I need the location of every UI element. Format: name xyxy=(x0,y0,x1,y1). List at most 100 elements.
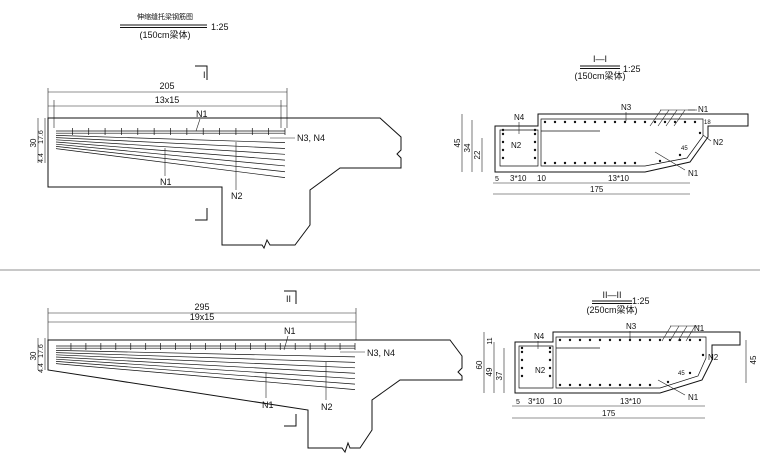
rebar-dot xyxy=(688,338,692,342)
sec1-label-n2-right: N2 xyxy=(713,138,724,147)
rebar-dot xyxy=(678,153,682,157)
rebar-dot xyxy=(553,120,557,124)
dim2-total-label: 295 xyxy=(194,302,209,312)
sec2-label-n4: N4 xyxy=(534,332,545,341)
rebar-dot xyxy=(623,120,627,124)
rebar-dot xyxy=(698,131,702,135)
section-1-title: I—I xyxy=(593,54,607,64)
rebar-dot xyxy=(638,383,642,387)
main-title-block: 伸缩缝托梁钢筋图 (150cm梁体) 1:25 xyxy=(120,12,229,40)
section-marker-top xyxy=(195,65,208,80)
rebar-dot xyxy=(501,140,505,144)
rebar-dot xyxy=(613,161,617,165)
rebar-line xyxy=(55,137,286,149)
rebar-dot xyxy=(520,366,524,370)
bv-label-n1-bottom: N1 xyxy=(262,400,274,410)
rebar-dot xyxy=(633,120,637,124)
section-1-scale: 1:25 xyxy=(623,64,641,74)
dim2-left-b: 17.6 xyxy=(38,344,45,358)
rebar-dot xyxy=(633,161,637,165)
bv-label-n1-top: N1 xyxy=(284,326,296,336)
rebar-dot xyxy=(598,338,602,342)
rebar-dot xyxy=(548,374,552,378)
rebar-line xyxy=(55,139,286,155)
rebar-dot xyxy=(578,383,582,387)
rebar-dot xyxy=(501,148,505,152)
rebar-dot xyxy=(533,156,537,160)
rebar-line xyxy=(55,363,356,390)
sec2-dim-b-a: 5 xyxy=(516,399,520,406)
section-2-hatch xyxy=(661,325,700,342)
sec2-dim-right-a: 45 xyxy=(749,355,758,364)
rebar-dot xyxy=(618,338,622,342)
rebar-dot xyxy=(583,120,587,124)
rebar-dot xyxy=(603,161,607,165)
rebar-dot xyxy=(533,140,537,144)
section-ii-mark-label: II xyxy=(286,294,291,304)
section-mark-label-top: I xyxy=(203,70,206,80)
sec2-label-n2-right: N2 xyxy=(708,353,719,362)
section-1-stirrup-left xyxy=(499,129,539,167)
main-title: 伸缩缝托梁钢筋图 xyxy=(137,12,193,21)
rebar-dot xyxy=(698,338,702,342)
rebar-dot xyxy=(588,383,592,387)
rebar-dot xyxy=(548,346,552,350)
rebar-dot xyxy=(693,120,697,124)
rebar-dot xyxy=(613,120,617,124)
rebar-dot xyxy=(653,120,657,124)
dim-left-c: 4.4 xyxy=(38,153,45,163)
rebar-dot xyxy=(533,128,537,132)
rebar-dot xyxy=(558,338,562,342)
sec1-label-n1-bottom: N1 xyxy=(688,169,699,178)
dim2-left-a: 30 xyxy=(29,351,38,360)
rebar-dot xyxy=(520,346,524,350)
section-2-2: II—II (250cm梁体) 1:25 45 N4 N3 N1 N2 N2 N… xyxy=(475,290,758,419)
sec2-leader-n1-bottom xyxy=(657,379,686,396)
rebar-dot xyxy=(638,338,642,342)
rebar-dot xyxy=(578,338,582,342)
rebar-line xyxy=(55,141,286,161)
dim-left-a: 30 xyxy=(29,138,38,147)
sec1-angle: 45 xyxy=(681,146,688,152)
rebar-dot xyxy=(543,120,547,124)
rebar-dot xyxy=(666,380,670,384)
rebar-dot xyxy=(658,159,662,163)
rebar-line xyxy=(55,146,286,173)
rebar-dot xyxy=(573,120,577,124)
rebar-dot xyxy=(628,383,632,387)
rebar-dot xyxy=(623,161,627,165)
dim2-spacing-label: 19x15 xyxy=(190,312,215,322)
section-1-sub: (150cm梁体) xyxy=(574,70,625,81)
rebar-group-top xyxy=(55,128,286,178)
rebar-line xyxy=(55,135,286,143)
rebar-dot xyxy=(548,358,552,362)
rebar-dot xyxy=(568,338,572,342)
sec1-label-n3: N3 xyxy=(621,103,632,112)
section-1-outline xyxy=(494,113,749,173)
rebar-line xyxy=(55,358,356,380)
section-marker-bottom xyxy=(195,208,208,221)
rebar-line xyxy=(55,356,356,374)
sec2-label-n1-bottom: N1 xyxy=(688,393,699,402)
rebar-dot xyxy=(553,161,557,165)
section-1-bar-dots xyxy=(501,120,702,165)
sec2-dim-left-a: 60 xyxy=(475,360,484,369)
section-1-stirrup-main xyxy=(540,118,704,167)
bv-label-n3n4: N3, N4 xyxy=(367,348,395,358)
leader-n1-top xyxy=(195,118,201,132)
dim2-left-c: 4.4 xyxy=(38,363,45,373)
rebar-line xyxy=(55,352,356,363)
sec1-dim-b-total: 175 xyxy=(590,185,604,194)
rebar-group-bottom xyxy=(55,343,356,390)
rebar-dot xyxy=(543,161,547,165)
top-elevation-view: I 205 13x15 30 17.6 4.4 N1 N3, N4 N1 N2 xyxy=(29,65,402,250)
section-ii-marker-top xyxy=(284,290,297,304)
rebar-dot xyxy=(520,358,524,362)
rebar-line xyxy=(55,148,286,178)
rebar-dot xyxy=(563,161,567,165)
section-2-bar-dots xyxy=(520,338,705,387)
sec2-dim-b-d: 13*10 xyxy=(620,397,641,406)
rebar-dot xyxy=(520,350,524,354)
sec1-dim-left-b: 34 xyxy=(463,143,472,152)
